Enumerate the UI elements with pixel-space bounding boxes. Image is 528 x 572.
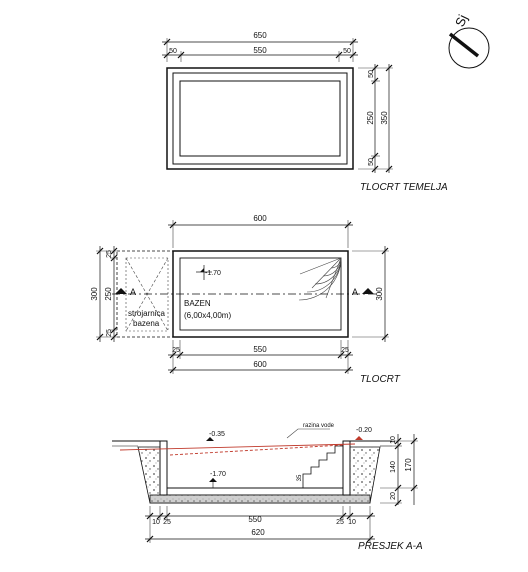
fp-dim-mid: 550 [253,46,267,55]
plan-level: -1.70 [205,270,221,277]
section-dim-r-20: 20 [390,492,397,500]
section-dim-b-10: 10 [152,519,160,526]
foundation-plan [162,38,393,173]
plan-dim-right: 300 [375,287,384,301]
section-dim-b-10b: 10 [348,519,356,526]
pool-plan [96,220,389,374]
fp-dim-v-top: 50 [368,70,375,78]
section-water-label: razina vode [303,423,335,429]
section-level-top-right: -0.20 [356,427,372,434]
plan-machine-room-2: bazena [133,319,160,328]
fp-dim-total: 650 [253,31,267,40]
plan-dim-top: 600 [253,214,267,223]
section-dim-r-140: 140 [390,461,397,473]
fp-dim-v-total: 350 [380,111,389,125]
section-dim-b-25a: 25 [163,519,171,526]
section-dim-total: 620 [251,528,265,537]
fp-dim-right: 50 [343,48,351,55]
section-title: PRESJEK A-A [358,541,423,552]
fp-dim-left: 50 [169,48,177,55]
plan-dim-bottom-left: 25 [172,347,180,354]
plan-dim-bottom-right: 25 [341,347,349,354]
plan-dim-left-mid: 250 [104,287,113,301]
section-dim-r-170: 170 [404,458,413,472]
north-arrow-icon [448,27,490,69]
section-dim-b-25b: 25 [336,519,344,526]
section-a-a [112,428,418,543]
plan-dim-bottom-mid: 550 [253,345,267,354]
plan-machine-room-1: strojarnica [128,309,165,318]
plan-section-right: A [352,287,358,297]
section-dim-b-550: 550 [248,515,262,524]
plan-dim-left-top: 25 [106,250,113,258]
plan-dim-bottom-total: 600 [253,360,267,369]
section-stair-height: 35 [297,474,303,481]
fp-dim-v-bottom: 50 [368,158,375,166]
section-dim-r-10: 10 [390,436,397,444]
plan-title: TLOCRT [360,374,401,385]
plan-pool-size: (6,00x4,00m) [184,311,231,320]
plan-dim-left-bottom: 25 [106,329,113,337]
foundation-plan-title: TLOCRT TEMELJA [360,182,448,193]
plan-section-left: A [130,287,136,297]
section-level-bottom: -1.70 [210,471,226,478]
section-level-top-left: -0.35 [209,431,225,438]
fp-dim-v-mid: 250 [366,111,375,125]
plan-dim-left-total: 300 [90,287,99,301]
north-label: Sj [452,12,471,29]
plan-pool-label: BAZEN [184,299,211,308]
